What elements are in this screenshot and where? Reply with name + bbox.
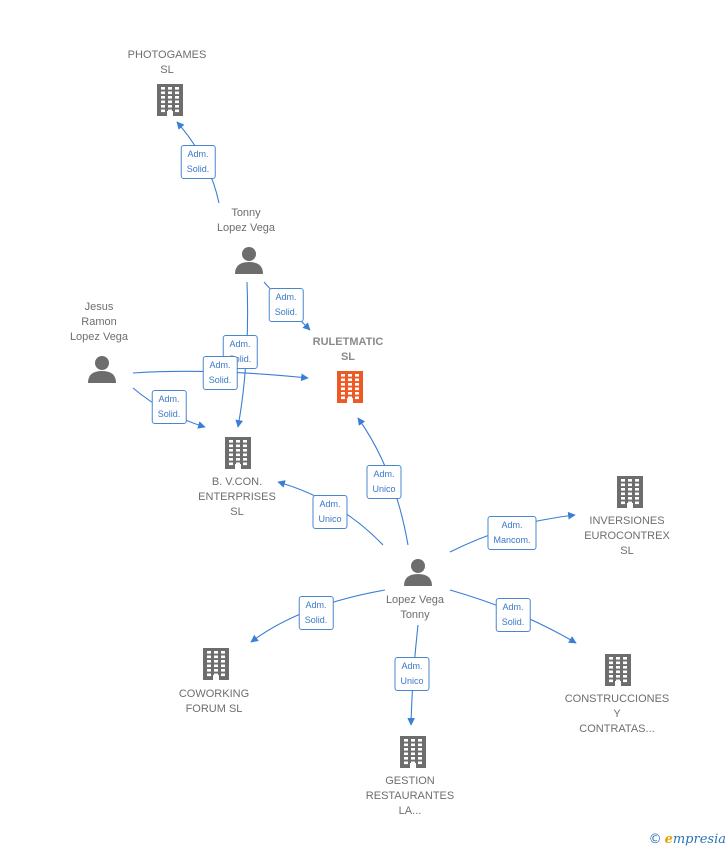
node-label-construcciones[interactable]: CONSTRUCCIONES Y CONTRATAS... [564,693,670,735]
bvcon-building-icon[interactable] [225,437,251,469]
edge-layer [132,121,577,726]
icon-layer [88,84,643,768]
tonny-person-icon[interactable] [235,247,263,274]
lopez-person-icon[interactable] [404,559,432,586]
node-label-tonny[interactable]: Tonny Lopez Vega [216,207,276,234]
copyright-icon: © [648,832,662,847]
node-label-bvcon[interactable]: B. V.CON. ENTERPRISES SL [198,476,276,518]
edge-label-lopez-to-ruletmatic[interactable]: Adm. Unico [366,465,402,499]
edge-label-tonny-to-photogames[interactable]: Adm. Solid. [180,145,216,179]
edge-label-lopez-to-inversiones[interactable]: Adm. Mancom. [487,516,537,550]
node-label-lopez[interactable]: Lopez Vega Tonny [385,594,445,621]
empresia-logo-text: mpresia [672,832,726,847]
construcciones-building-icon[interactable] [605,654,631,686]
node-label-ruletmatic[interactable]: RULETMATIC SL [312,336,384,363]
inversiones-building-icon[interactable] [617,476,643,508]
node-label-inversiones[interactable]: INVERSIONES EUROCONTREX SL [584,515,670,557]
edge-label-lopez-to-coworking[interactable]: Adm. Solid. [298,596,334,630]
ruletmatic-building-icon[interactable] [337,371,363,403]
node-label-photogames[interactable]: PHOTOGAMES SL [127,49,207,76]
empresia-brand[interactable]: ©empresia [649,832,726,847]
node-label-jesus[interactable]: Jesus Ramon Lopez Vega [69,301,129,343]
edge-label-lopez-to-gestion[interactable]: Adm. Unico [394,657,430,691]
edge-label-tonny-to-ruletmatic[interactable]: Adm. Solid. [268,288,304,322]
empresia-logo-initial: e [664,832,673,847]
edge-label-jesus-to-ruletmatic[interactable]: Adm. Solid. [202,356,238,390]
node-label-coworking[interactable]: COWORKING FORUM SL [178,688,250,715]
edge-label-lopez-to-construcciones[interactable]: Adm. Solid. [495,598,531,632]
photogames-building-icon[interactable] [157,84,183,116]
node-label-gestion[interactable]: GESTION RESTAURANTES LA... [365,775,455,817]
edge-label-jesus-to-bvcon[interactable]: Adm. Solid. [151,390,187,424]
jesus-person-icon[interactable] [88,356,116,383]
edge-label-tonny-to-bvcon[interactable]: Adm. Solid. [222,335,258,369]
gestion-building-icon[interactable] [400,736,426,768]
coworking-building-icon[interactable] [203,648,229,680]
edge-label-lopez-to-bvcon[interactable]: Adm. Unico [312,495,348,529]
